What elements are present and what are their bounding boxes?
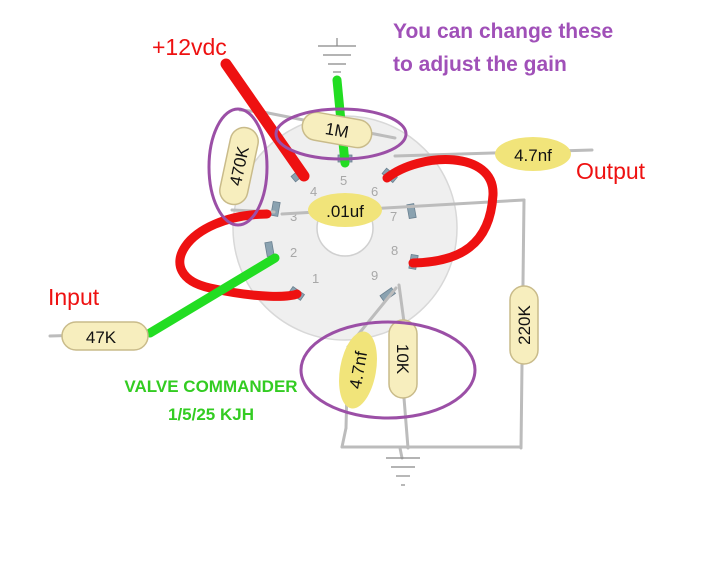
pin-number-9: 9 <box>371 268 378 283</box>
capacitor-cathode: 4.7nf <box>339 331 377 409</box>
credit-line-2: 1/5/25 KJH <box>168 405 254 424</box>
capacitor-01uf: .01uf <box>308 193 382 227</box>
resistor-1m-label: 1M <box>324 119 351 142</box>
input-label: Input <box>48 284 100 310</box>
ground-symbol-bottom <box>386 457 420 486</box>
pin-number-3: 3 <box>290 209 297 224</box>
capacitor-01uf-label: .01uf <box>326 202 364 221</box>
highlight-ring-1m <box>274 107 408 161</box>
plate-loop-wire <box>175 209 302 301</box>
resistor-47k-label: 47K <box>86 328 117 347</box>
pin-number-7: 7 <box>390 209 397 224</box>
gain-note-line-2: to adjust the gain <box>393 53 567 76</box>
input-wire <box>145 253 280 338</box>
resistor-47k: 47K <box>61 321 149 351</box>
pin-number-5: 5 <box>340 173 347 188</box>
supply-label: +12vdc <box>152 34 227 60</box>
resistor-10k-label: 10K <box>393 344 412 375</box>
resistor-220k: 220K <box>509 285 539 365</box>
credit-line-1: VALVE COMMANDER <box>124 377 297 396</box>
pin-number-6: 6 <box>371 184 378 199</box>
gain-highlight-rings <box>207 107 477 420</box>
pin-number-2: 2 <box>290 245 297 260</box>
pin-numbers: 1 2 3 4 5 6 7 8 9 <box>290 173 398 286</box>
resistor-220k-label: 220K <box>515 304 534 344</box>
ground-symbol-top <box>318 38 356 73</box>
pin-number-1: 1 <box>312 271 319 286</box>
gain-note-line-1: You can change these <box>393 20 613 43</box>
capacitor-output-label: 4.7nf <box>514 146 552 165</box>
highlight-ring-cathode <box>299 320 477 420</box>
capacitor-output: 4.7nf <box>495 137 571 171</box>
resistor-1m: 1M <box>301 111 373 149</box>
resistor-10k: 10K <box>388 319 418 399</box>
pin-number-4: 4 <box>310 184 317 199</box>
output-loop-wire <box>382 155 498 268</box>
supply-wire <box>220 58 310 182</box>
highlight-ring-470k <box>207 107 269 227</box>
resistor-470k: 470K <box>219 126 259 206</box>
output-label: Output <box>576 158 646 184</box>
pin-number-8: 8 <box>391 243 398 258</box>
